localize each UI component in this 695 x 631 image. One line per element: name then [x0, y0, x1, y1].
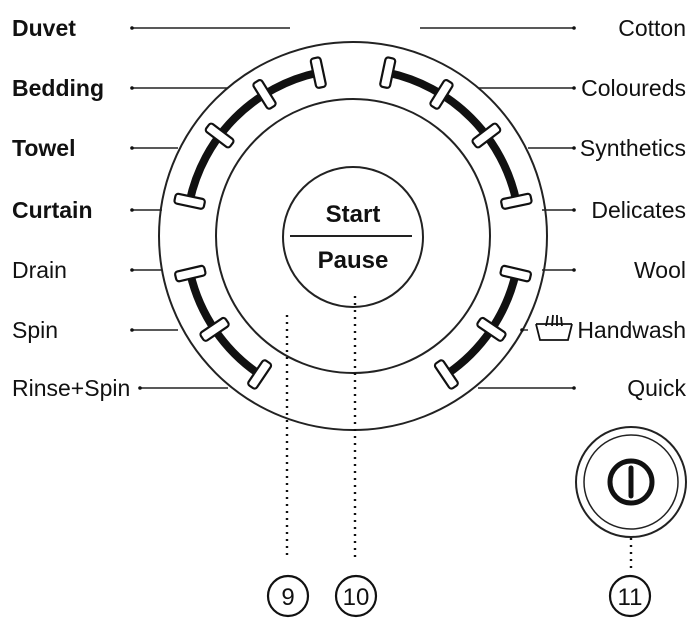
leader-dot-left-2 [130, 86, 134, 90]
leader-dot-right-3 [572, 146, 576, 150]
program-label-wool: Wool [634, 257, 686, 283]
leader-dot-right-7 [572, 386, 576, 390]
program-label-synthetics: Synthetics [580, 135, 686, 161]
leader-dot-right-4 [572, 208, 576, 212]
callout-circle-9 [266, 574, 310, 618]
dial-mark-right-7 [433, 359, 459, 390]
power-button[interactable] [575, 426, 687, 538]
callout-number-11: 11 [618, 584, 643, 611]
program-label-spin: Spin [12, 317, 58, 343]
leader-dot-left-7 [138, 386, 142, 390]
program-dial-inner-ring [215, 98, 491, 374]
leader-dot-left-6 [130, 328, 134, 332]
dial-mark-right-4 [500, 192, 533, 210]
program-label-drain: Drain [12, 257, 67, 283]
callout-circle-10 [334, 574, 378, 618]
program-label-rinse-spin: Rinse+Spin [12, 375, 130, 401]
dial-mark-left-3 [204, 122, 235, 149]
program-label-delicates: Delicates [591, 197, 686, 223]
program-label-towel: Towel [12, 135, 75, 161]
leader-dot-right-1 [572, 26, 576, 30]
callout-circle-11 [608, 574, 652, 618]
handwash-icon [535, 314, 573, 341]
dial-mark-right-2 [429, 79, 454, 110]
dial-mark-right-6 [476, 316, 507, 342]
dial-mark-left-7 [247, 359, 273, 390]
leader-dot-left-5 [130, 268, 134, 272]
leader-dot-left-4 [130, 208, 134, 212]
power-icon [607, 458, 655, 506]
program-label-cotton: Cotton [618, 15, 686, 41]
leader-dot-right-2 [572, 86, 576, 90]
leader-dot-right-6 [520, 328, 524, 332]
pause-label: Pause [318, 247, 389, 274]
dial-mark-left-4 [173, 192, 206, 210]
leader-dot-left-3 [130, 146, 134, 150]
leader-dot-left-1 [130, 26, 134, 30]
program-label-handwash: Handwash [577, 317, 686, 343]
leader-dot-right-5 [572, 268, 576, 272]
program-label-curtain: Curtain [12, 197, 93, 223]
dial-mark-left-5 [174, 264, 207, 283]
program-label-coloureds: Coloureds [581, 75, 686, 101]
start-label: Start [326, 201, 381, 228]
dial-mark-right-5 [499, 264, 532, 283]
program-label-duvet: Duvet [12, 15, 76, 41]
dial-mark-left-2 [252, 79, 277, 110]
dial-mark-right-3 [471, 122, 502, 149]
dial-mark-left-6 [199, 316, 230, 342]
program-label-quick: Quick [627, 375, 686, 401]
dial-mark-left-1 [309, 56, 327, 89]
program-dial-outer-ring[interactable] [158, 41, 548, 431]
program-label-bedding: Bedding [12, 75, 104, 101]
callout-number-9: 9 [281, 584, 294, 611]
dial-mark-right-1 [379, 56, 397, 89]
callout-number-10: 10 [343, 584, 370, 611]
